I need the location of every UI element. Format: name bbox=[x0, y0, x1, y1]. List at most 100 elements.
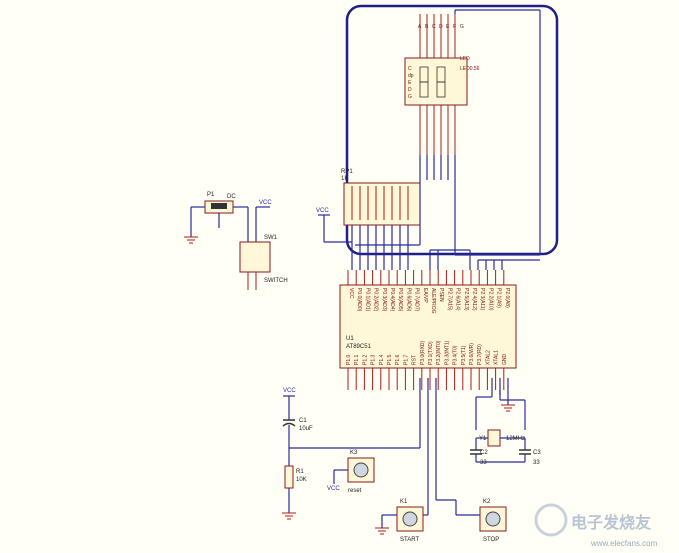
c3-value: 33 bbox=[533, 460, 540, 466]
mcu-pin-label: P0.4(AD4) bbox=[389, 288, 395, 312]
power-switch-sw1 bbox=[239, 206, 271, 290]
mcu-pin-label: P3.4(T0) bbox=[453, 345, 459, 365]
vcc-rp1-wire bbox=[318, 214, 352, 243]
vcc-label-k3: VCC bbox=[327, 486, 340, 492]
display-seg-label: C bbox=[432, 24, 436, 30]
k1-designator: K1 bbox=[400, 499, 408, 505]
mcu-pin-label: P0.6(AD6) bbox=[405, 288, 411, 312]
mcu-pin-label: P1.0 bbox=[346, 354, 352, 365]
display-seg-label: E bbox=[408, 80, 412, 86]
mcu-pin-label: P1.7 bbox=[403, 354, 409, 365]
sw1-value: SWITCH bbox=[264, 278, 288, 284]
display-seg-label: B bbox=[425, 24, 429, 30]
mcu-pin-label: P2.2(A10) bbox=[487, 288, 493, 311]
vcc-label-rp1: VCC bbox=[316, 208, 329, 214]
display-seg-label: F bbox=[453, 24, 456, 30]
digit-glyphs bbox=[419, 66, 446, 98]
mcu-value: AT89C51 bbox=[346, 344, 372, 350]
mcu-pin-label: P3.1(TXD) bbox=[428, 341, 434, 365]
start-button-k1 bbox=[396, 506, 424, 532]
rp1-to-mcu-bus bbox=[351, 180, 540, 270]
mcu-pin-label: P2.7(A15) bbox=[446, 288, 452, 311]
crystal-circuit bbox=[470, 378, 531, 463]
r1-value: 10K bbox=[296, 477, 307, 483]
c1-value: 10uF bbox=[299, 426, 313, 432]
mcu-pin-label: P3.0(RXD) bbox=[420, 340, 426, 365]
mcu-u1-body bbox=[339, 284, 517, 369]
mcu-pin-label: GND bbox=[502, 354, 508, 366]
mcu-pin-label: P1.6 bbox=[395, 354, 401, 365]
mcu-pin-label: EA/VP bbox=[422, 288, 428, 303]
rp1-resistor-network bbox=[343, 182, 421, 226]
display-segment-buses bbox=[419, 9, 540, 180]
display-seg-label: G bbox=[460, 24, 464, 30]
y1-designator: Y1 bbox=[479, 436, 487, 442]
mcu-pin-label: VCC bbox=[348, 288, 354, 299]
display-value: LED0.56 bbox=[460, 66, 480, 72]
watermark-text: 电子发烧友 bbox=[571, 513, 652, 532]
sw1-designator: SW1 bbox=[264, 235, 278, 241]
mcu-pin-label: P2.4(A12) bbox=[471, 288, 477, 311]
display-seg-label: dp bbox=[408, 73, 414, 79]
mcu-pin-label: P3.6(WR) bbox=[469, 343, 475, 365]
stop-button-k2 bbox=[479, 506, 507, 532]
p1-designator: P1 bbox=[207, 192, 215, 198]
mcu-pin-label: P0.1(AD1) bbox=[364, 288, 370, 312]
mcu-pin-label: XTAL2 bbox=[485, 350, 491, 365]
mcu-top-bus bbox=[469, 10, 541, 270]
display-seg-label: E bbox=[446, 24, 450, 30]
k3-designator: K3 bbox=[350, 450, 358, 456]
display-seg-label: D bbox=[408, 87, 412, 93]
mcu-pin-label: P0.0(AD0) bbox=[356, 288, 362, 312]
mcu-pin-label: P1.5 bbox=[387, 354, 393, 365]
mcu-pin-label: P0.2(AD2) bbox=[373, 288, 379, 312]
mcu-pin-label: P3.7(RD) bbox=[477, 344, 483, 365]
display-frame bbox=[345, 4, 559, 256]
k2-designator: K2 bbox=[483, 499, 491, 505]
mcu-pin-label: ALE/PROG bbox=[430, 288, 436, 314]
reset-button-k3 bbox=[347, 457, 375, 483]
mcu-pin-label: P2.1(A9) bbox=[496, 288, 502, 308]
display-seg-label: C bbox=[408, 66, 412, 72]
mcu-pin-label: P0.5(AD5) bbox=[397, 288, 403, 312]
mcu-pin-label: P3.3(INT1) bbox=[444, 340, 450, 365]
mcu-designator: U1 bbox=[346, 336, 354, 342]
p1-value: DC bbox=[227, 194, 236, 200]
y1-value: 12MHz bbox=[506, 436, 525, 442]
c1-designator: C1 bbox=[299, 418, 307, 424]
k1-value: START bbox=[400, 537, 419, 543]
mcu-pin-label: RST bbox=[412, 355, 418, 365]
mcu-pin-label: P1.4 bbox=[379, 354, 385, 365]
mcu-pin-label: P1.1 bbox=[354, 354, 360, 365]
watermark-url: www.elecfans.com bbox=[590, 539, 658, 548]
display-designator: LED bbox=[460, 56, 470, 62]
mcu-pin-label: XTAL1 bbox=[494, 350, 500, 365]
k2-value: STOP bbox=[483, 537, 499, 543]
rp1-internal bbox=[351, 186, 409, 220]
mcu-pin-label: P1.2 bbox=[362, 354, 368, 365]
seven-segment-display bbox=[404, 57, 468, 106]
start-stop-wiring bbox=[375, 378, 480, 535]
rp1-value: 1K bbox=[341, 176, 348, 182]
display-seg-label: G bbox=[408, 94, 412, 100]
vcc-label-reset: VCC bbox=[283, 388, 296, 394]
mcu-pin-label: P2.3(A11) bbox=[479, 288, 485, 310]
k3-value: reset bbox=[348, 488, 362, 494]
display-bottom-pins bbox=[419, 105, 456, 155]
r1-designator: R1 bbox=[296, 469, 304, 475]
mcu-pin-label: PSEN bbox=[438, 288, 444, 302]
rp1-designator: RP1 bbox=[341, 169, 353, 175]
mcu-top-pins bbox=[347, 270, 505, 285]
reset-circuit bbox=[282, 378, 421, 520]
mcu-pin-label: P0.3(AD3) bbox=[381, 288, 387, 312]
display-seg-label: D bbox=[439, 24, 443, 30]
dc-jack-p1 bbox=[184, 200, 248, 244]
mcu-pin-label: P3.2(INT0) bbox=[436, 340, 442, 365]
vcc-label-sw1: VCC bbox=[259, 200, 272, 206]
c2-value: 33 bbox=[480, 460, 487, 466]
c3-designator: C3 bbox=[533, 450, 541, 456]
mcu-pin-label: P2.6(A14) bbox=[455, 288, 461, 311]
mcu-pin-label: P0.7(AD7) bbox=[414, 288, 420, 312]
